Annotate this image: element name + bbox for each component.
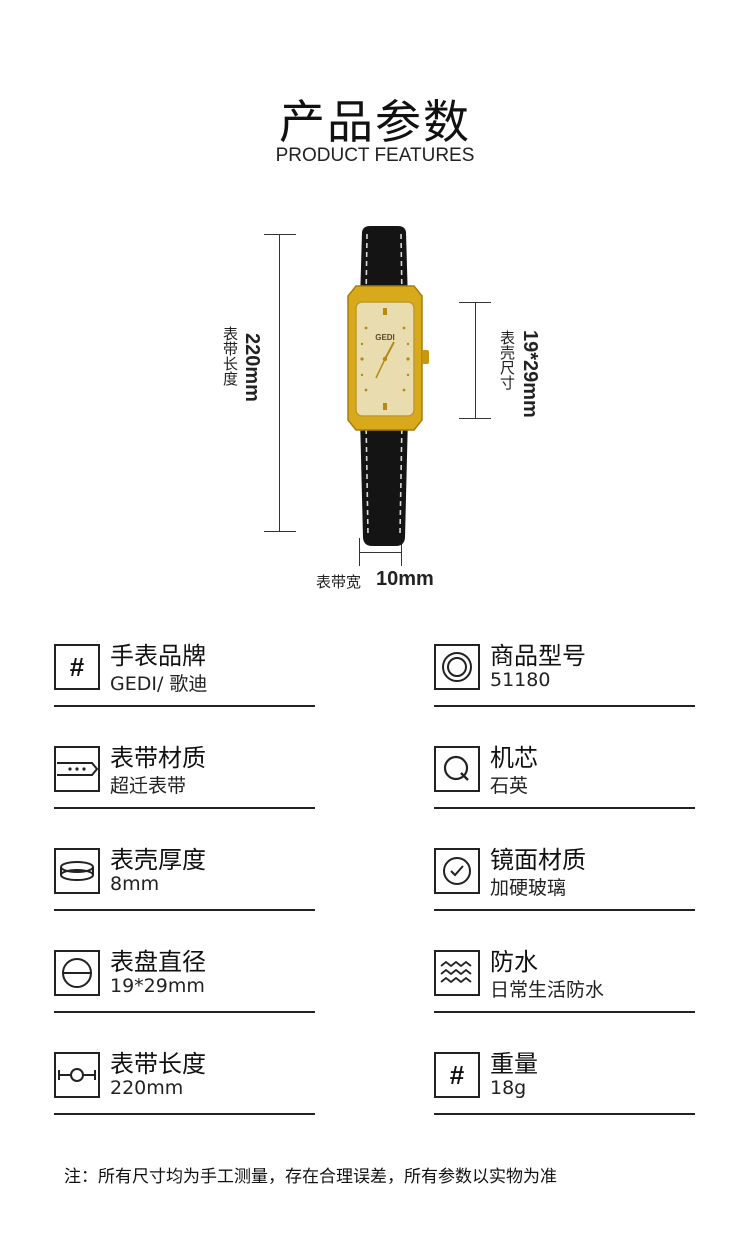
watch-image: GEDI [347, 226, 429, 546]
spec-dial-diameter: 表盘直径 19*29mm [54, 942, 315, 1017]
spec-label: 表壳厚度 [110, 846, 206, 874]
spec-case-thickness: 表壳厚度 8mm [54, 840, 315, 915]
water-waves-icon [434, 950, 480, 996]
watch-brand-text: GEDI [375, 333, 395, 342]
page-title: 产品参数 [279, 95, 471, 149]
case-size-value: 19*29mm [519, 330, 541, 418]
spec-label: 机芯 [490, 744, 538, 772]
watch-strap-bottom [360, 416, 408, 546]
watch-strap-top [360, 226, 408, 302]
strap-length-value: 220mm [241, 333, 263, 402]
spec-value: 19*29mm [110, 975, 205, 997]
spec-value: 加硬玻璃 [490, 877, 567, 899]
dial-diameter-icon [54, 950, 100, 996]
hash-icon: # [434, 1052, 480, 1098]
spec-movement: 机芯 石英 [434, 738, 695, 813]
clock-check-icon [434, 848, 480, 894]
spec-value: 8mm [110, 873, 160, 895]
spec-value: 超迁表带 [110, 775, 187, 797]
strap-length-label: 表带长度 [221, 326, 239, 386]
spec-strap-length: 表带长度 220mm [54, 1044, 315, 1119]
spec-value: 51180 [490, 669, 551, 691]
footer-note: 注：所有尺寸均为手工测量，存在合理误差，所有参数以实物为准 [64, 1167, 557, 1187]
spec-label: 手表品牌 [110, 642, 206, 670]
spec-value: 日常生活防水 [490, 979, 605, 1001]
spec-weight: # 重量 18g [434, 1044, 695, 1119]
spec-label: 重量 [490, 1050, 538, 1078]
spec-label: 商品型号 [490, 642, 586, 670]
spec-value: 220mm [110, 1077, 184, 1099]
spec-value: 18g [490, 1077, 527, 1099]
spec-model: 商品型号 51180 [434, 636, 695, 711]
spec-label: 表盘直径 [110, 948, 206, 976]
page-subtitle: PRODUCT FEATURES [275, 145, 475, 166]
strap-icon [54, 746, 100, 792]
concentric-circles-icon [434, 644, 480, 690]
case-thickness-icon [54, 848, 100, 894]
hash-icon: # [54, 644, 100, 690]
spec-waterproof: 防水 日常生活防水 [434, 942, 695, 1017]
spec-value: GEDI/ 歌迪 [110, 673, 208, 695]
case-size-label: 表壳尺寸 [498, 330, 516, 390]
spec-label: 表带长度 [110, 1050, 206, 1078]
spec-value: 石英 [490, 775, 529, 797]
spec-label: 表带材质 [110, 744, 206, 772]
strap-length-icon [54, 1052, 100, 1098]
spec-label: 镜面材质 [490, 846, 586, 874]
strap-width-label: 表带宽 [316, 573, 362, 591]
spec-strap-material: 表带材质 超迁表带 [54, 738, 315, 813]
strap-width-value: 10mm [376, 568, 434, 590]
spec-glass: 镜面材质 加硬玻璃 [434, 840, 695, 915]
spec-brand: # 手表品牌 GEDI/ 歌迪 [54, 636, 315, 711]
spec-label: 防水 [490, 948, 538, 976]
quartz-q-icon [434, 746, 480, 792]
